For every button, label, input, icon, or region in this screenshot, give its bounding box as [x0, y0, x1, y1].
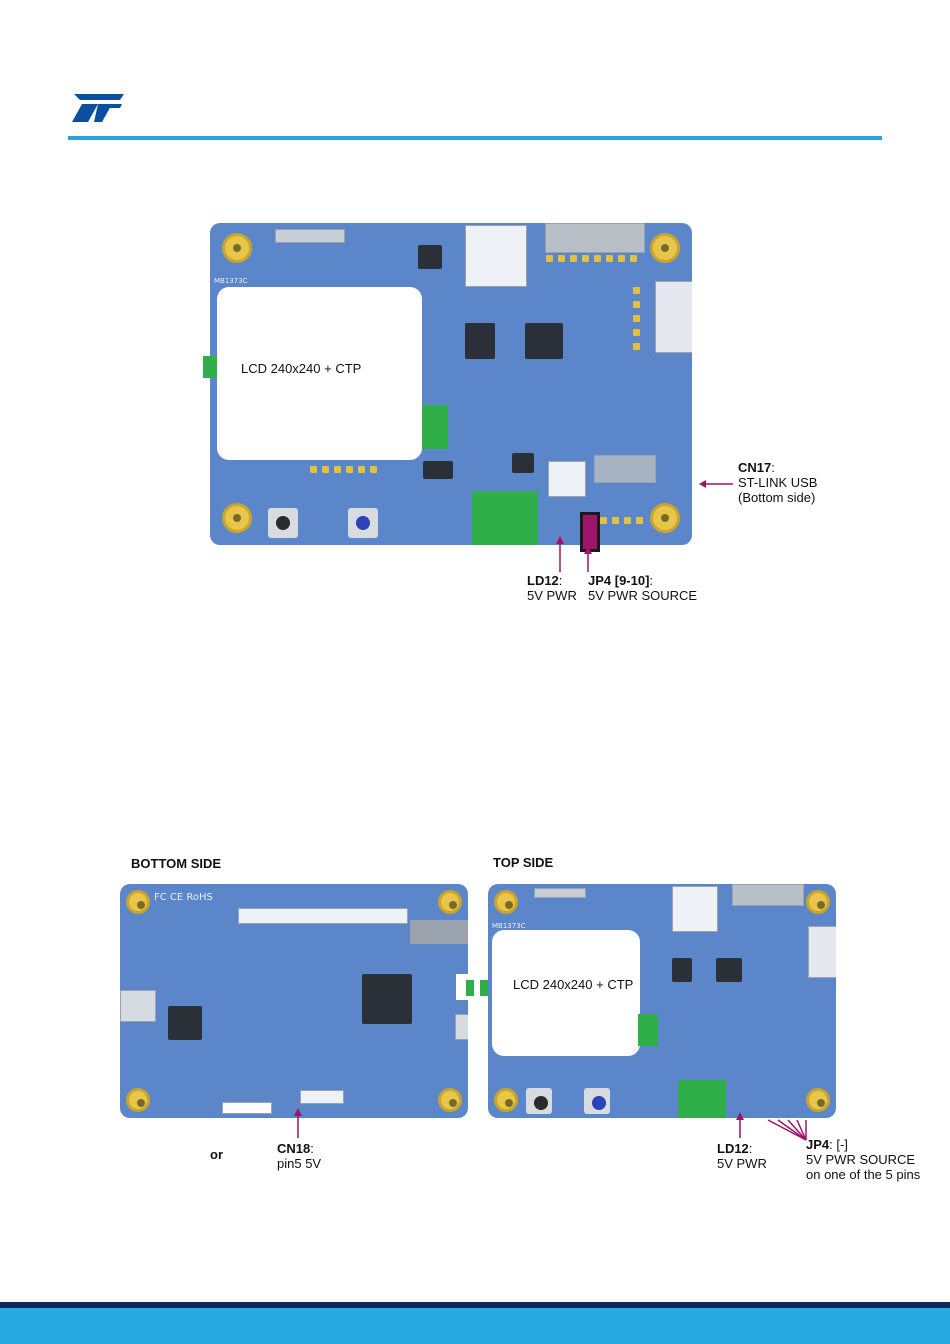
ld12-callout-2: LD12: 5V PWR [717, 1141, 767, 1171]
or-label: or [210, 1147, 223, 1162]
jp4-callout-2: JP4: [-] 5V PWR SOURCE on one of the 5 p… [806, 1137, 920, 1182]
cn18-title: CN18 [277, 1141, 310, 1156]
jp4-line2-2: on one of the 5 pins [806, 1167, 920, 1182]
cn18-callout: CN18: pin5 5V [277, 1141, 321, 1171]
jp4-suffix-2: : [-] [829, 1137, 848, 1152]
ld12-title-2: LD12 [717, 1141, 749, 1156]
cn18-line1: pin5 5V [277, 1156, 321, 1171]
ld12-line1-2: 5V PWR [717, 1156, 767, 1171]
jp4-line1-2: 5V PWR SOURCE [806, 1152, 920, 1167]
footer-bar [0, 1308, 950, 1344]
jp4-title-2: JP4 [806, 1137, 829, 1152]
